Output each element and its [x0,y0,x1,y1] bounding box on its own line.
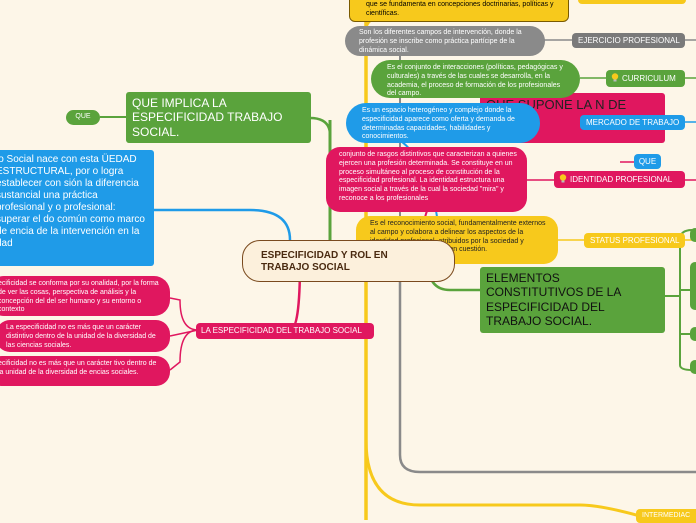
pink-note-left-3-text: ecificidad no es más que un carácter tiv… [0,360,157,376]
que-label-right[interactable]: QUE [634,154,661,169]
pink-note[interactable]: conjunto de rasgos distintivos que carac… [326,147,527,212]
elementos-constitutivos-node[interactable]: ELEMENTOS CONSTITUTIVOS DE LA ESPECIFICI… [480,267,665,333]
lightbulb-icon [559,174,567,183]
top-yellow-note-text: que se fundamenta en concepciones doctri… [366,1,554,17]
que-label-right-text: QUE [638,157,657,166]
pink-note-left-1-text: ecificidad se conforma por su onalidad, … [0,280,159,314]
pink-note-left-2-text: La especificidad no es más que un caráct… [6,324,156,349]
central-topic[interactable]: ESPECIFICIDAD Y ROL EN TRABAJO SOCIAL [242,240,455,282]
mercado-de-trabajo-label[interactable]: MERCADO DE TRABAJO [580,115,685,130]
pink-note-text: conjunto de rasgos distintivos que carac… [339,151,517,202]
intermediacion-text: INTERMEDIAC [642,512,691,519]
pink-note-left-3[interactable]: ecificidad no es más que un carácter tiv… [0,356,170,386]
identidad-profesional-text: IDENTIDAD PROFESIONAL [570,175,673,184]
la-especificidad-label[interactable]: LA ESPECIFICIDAD DEL TRABAJO SOCIAL [196,323,374,339]
blue-note-text: Es un espacio heterogéneo y complejo don… [362,107,515,141]
curriculum-label[interactable]: CURRICULUM [606,70,685,87]
que-label-left[interactable]: QUE [66,110,100,125]
mercado-de-trabajo-text: MERCADO DE TRABAJO [586,118,680,127]
que-implica-text: QUE IMPLICA LA ESPECIFICIDAD TRABAJO SOC… [132,96,283,139]
ejercicio-profesional-text: EJERCICIO PROFESIONAL [578,36,680,45]
status-profesional-label[interactable]: STATUS PROFESIONAL [584,233,685,248]
intermediacion-label[interactable]: INTERMEDIAC [636,509,696,523]
blue-text-content: jo Social nace con esta ÜEDAD ESTRUCTURA… [0,154,145,249]
status-profesional-text: STATUS PROFESIONAL [590,236,680,245]
la-especificidad-text: LA ESPECIFICIDAD DEL TRABAJO SOCIAL [201,326,362,335]
pink-note-left-2[interactable]: La especificidad no es más que un caráct… [0,320,170,352]
top-yellow-label[interactable] [578,0,686,4]
ejercicio-profesional-label[interactable]: EJERCICIO PROFESIONAL [572,33,685,48]
central-topic-text: ESPECIFICIDAD Y ROL EN TRABAJO SOCIAL [261,250,388,273]
gray-note[interactable]: Son los diferentes campos de intervenció… [345,26,545,56]
top-yellow-note[interactable]: que se fundamenta en concepciones doctri… [349,0,569,22]
curriculum-text: CURRICULUM [622,74,676,83]
blue-text-node[interactable]: jo Social nace con esta ÜEDAD ESTRUCTURA… [0,150,154,266]
identidad-profesional-label[interactable]: IDENTIDAD PROFESIONAL [554,171,685,188]
elementos-constitutivos-text: ELEMENTOS CONSTITUTIVOS DE LA ESPECIFICI… [486,271,621,329]
lightbulb-icon [611,73,619,82]
green-note[interactable]: Es el conjunto de interacciones (polític… [371,60,580,98]
pink-note-left-1[interactable]: ecificidad se conforma por su onalidad, … [0,276,170,316]
que-implica-node[interactable]: QUE IMPLICA LA ESPECIFICIDAD TRABAJO SOC… [126,92,311,143]
que-label-left-text: QUE [75,113,91,120]
green-note-text: Es el conjunto de interacciones (polític… [387,64,563,98]
blue-note[interactable]: Es un espacio heterogéneo y complejo don… [346,103,540,143]
gray-note-text: Son los diferentes campos de intervenció… [359,29,522,54]
